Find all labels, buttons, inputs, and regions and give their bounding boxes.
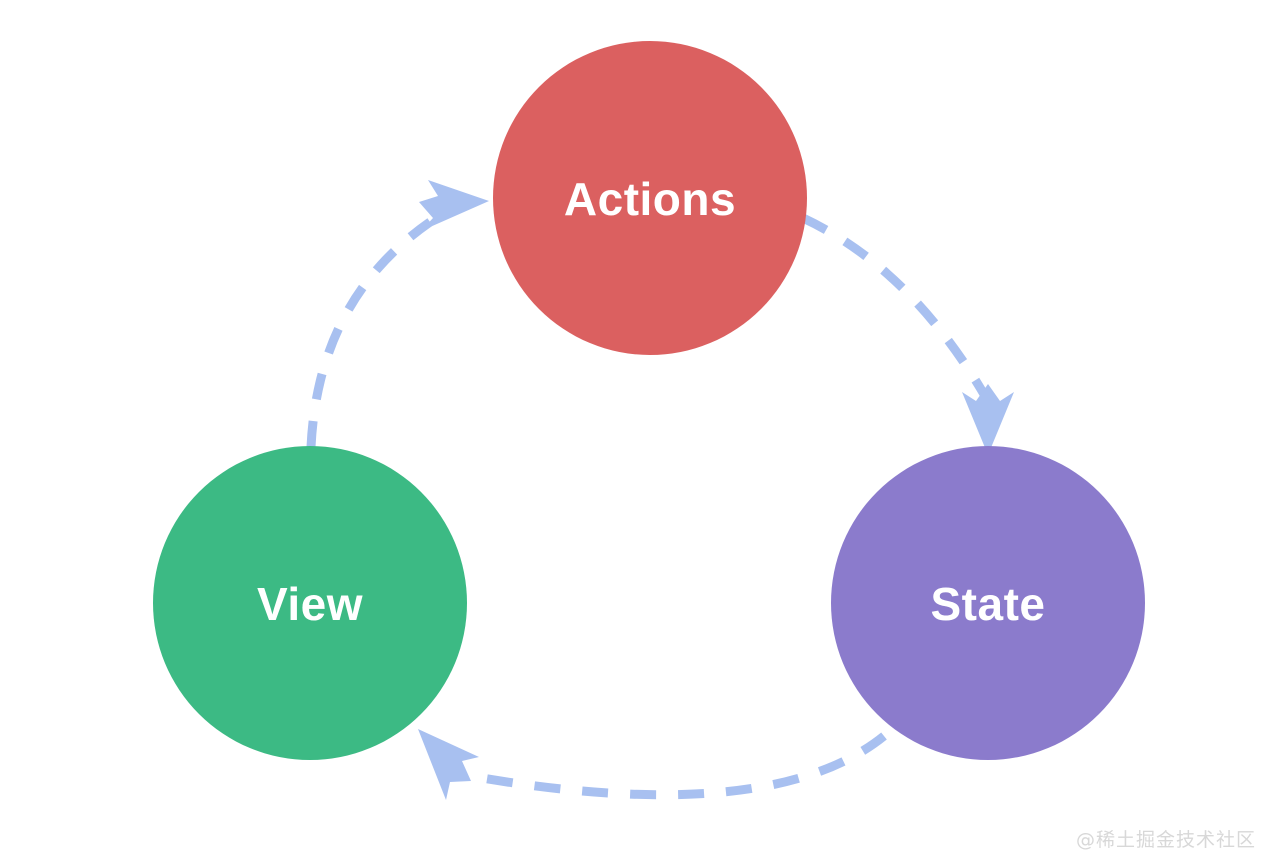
node-view-label: View	[257, 578, 363, 630]
node-actions-circle	[493, 41, 807, 355]
node-actions[interactable]: Actions	[493, 41, 807, 355]
node-state-label: State	[931, 578, 1046, 630]
arrowhead-upright-into-actions	[419, 180, 489, 231]
edge-view-to-actions[interactable]	[306, 180, 489, 448]
arrowhead-upleft-into-view	[418, 729, 479, 800]
watermark: @稀土掘金技术社区	[1075, 829, 1256, 851]
node-actions-label: Actions	[564, 173, 736, 225]
node-state-circle	[831, 446, 1145, 760]
edge-state-to-view-path	[469, 732, 887, 800]
edge-actions-to-state[interactable]	[801, 213, 1014, 455]
node-view[interactable]: View	[153, 446, 467, 760]
edge-state-to-view[interactable]	[418, 729, 887, 800]
edge-view-to-actions-path	[306, 218, 433, 448]
arrowhead-down-into-state	[962, 384, 1014, 455]
node-state[interactable]: State	[831, 446, 1145, 760]
node-view-circle	[153, 446, 467, 760]
edge-actions-to-state-path	[801, 213, 989, 399]
arrow-group	[306, 180, 1014, 800]
